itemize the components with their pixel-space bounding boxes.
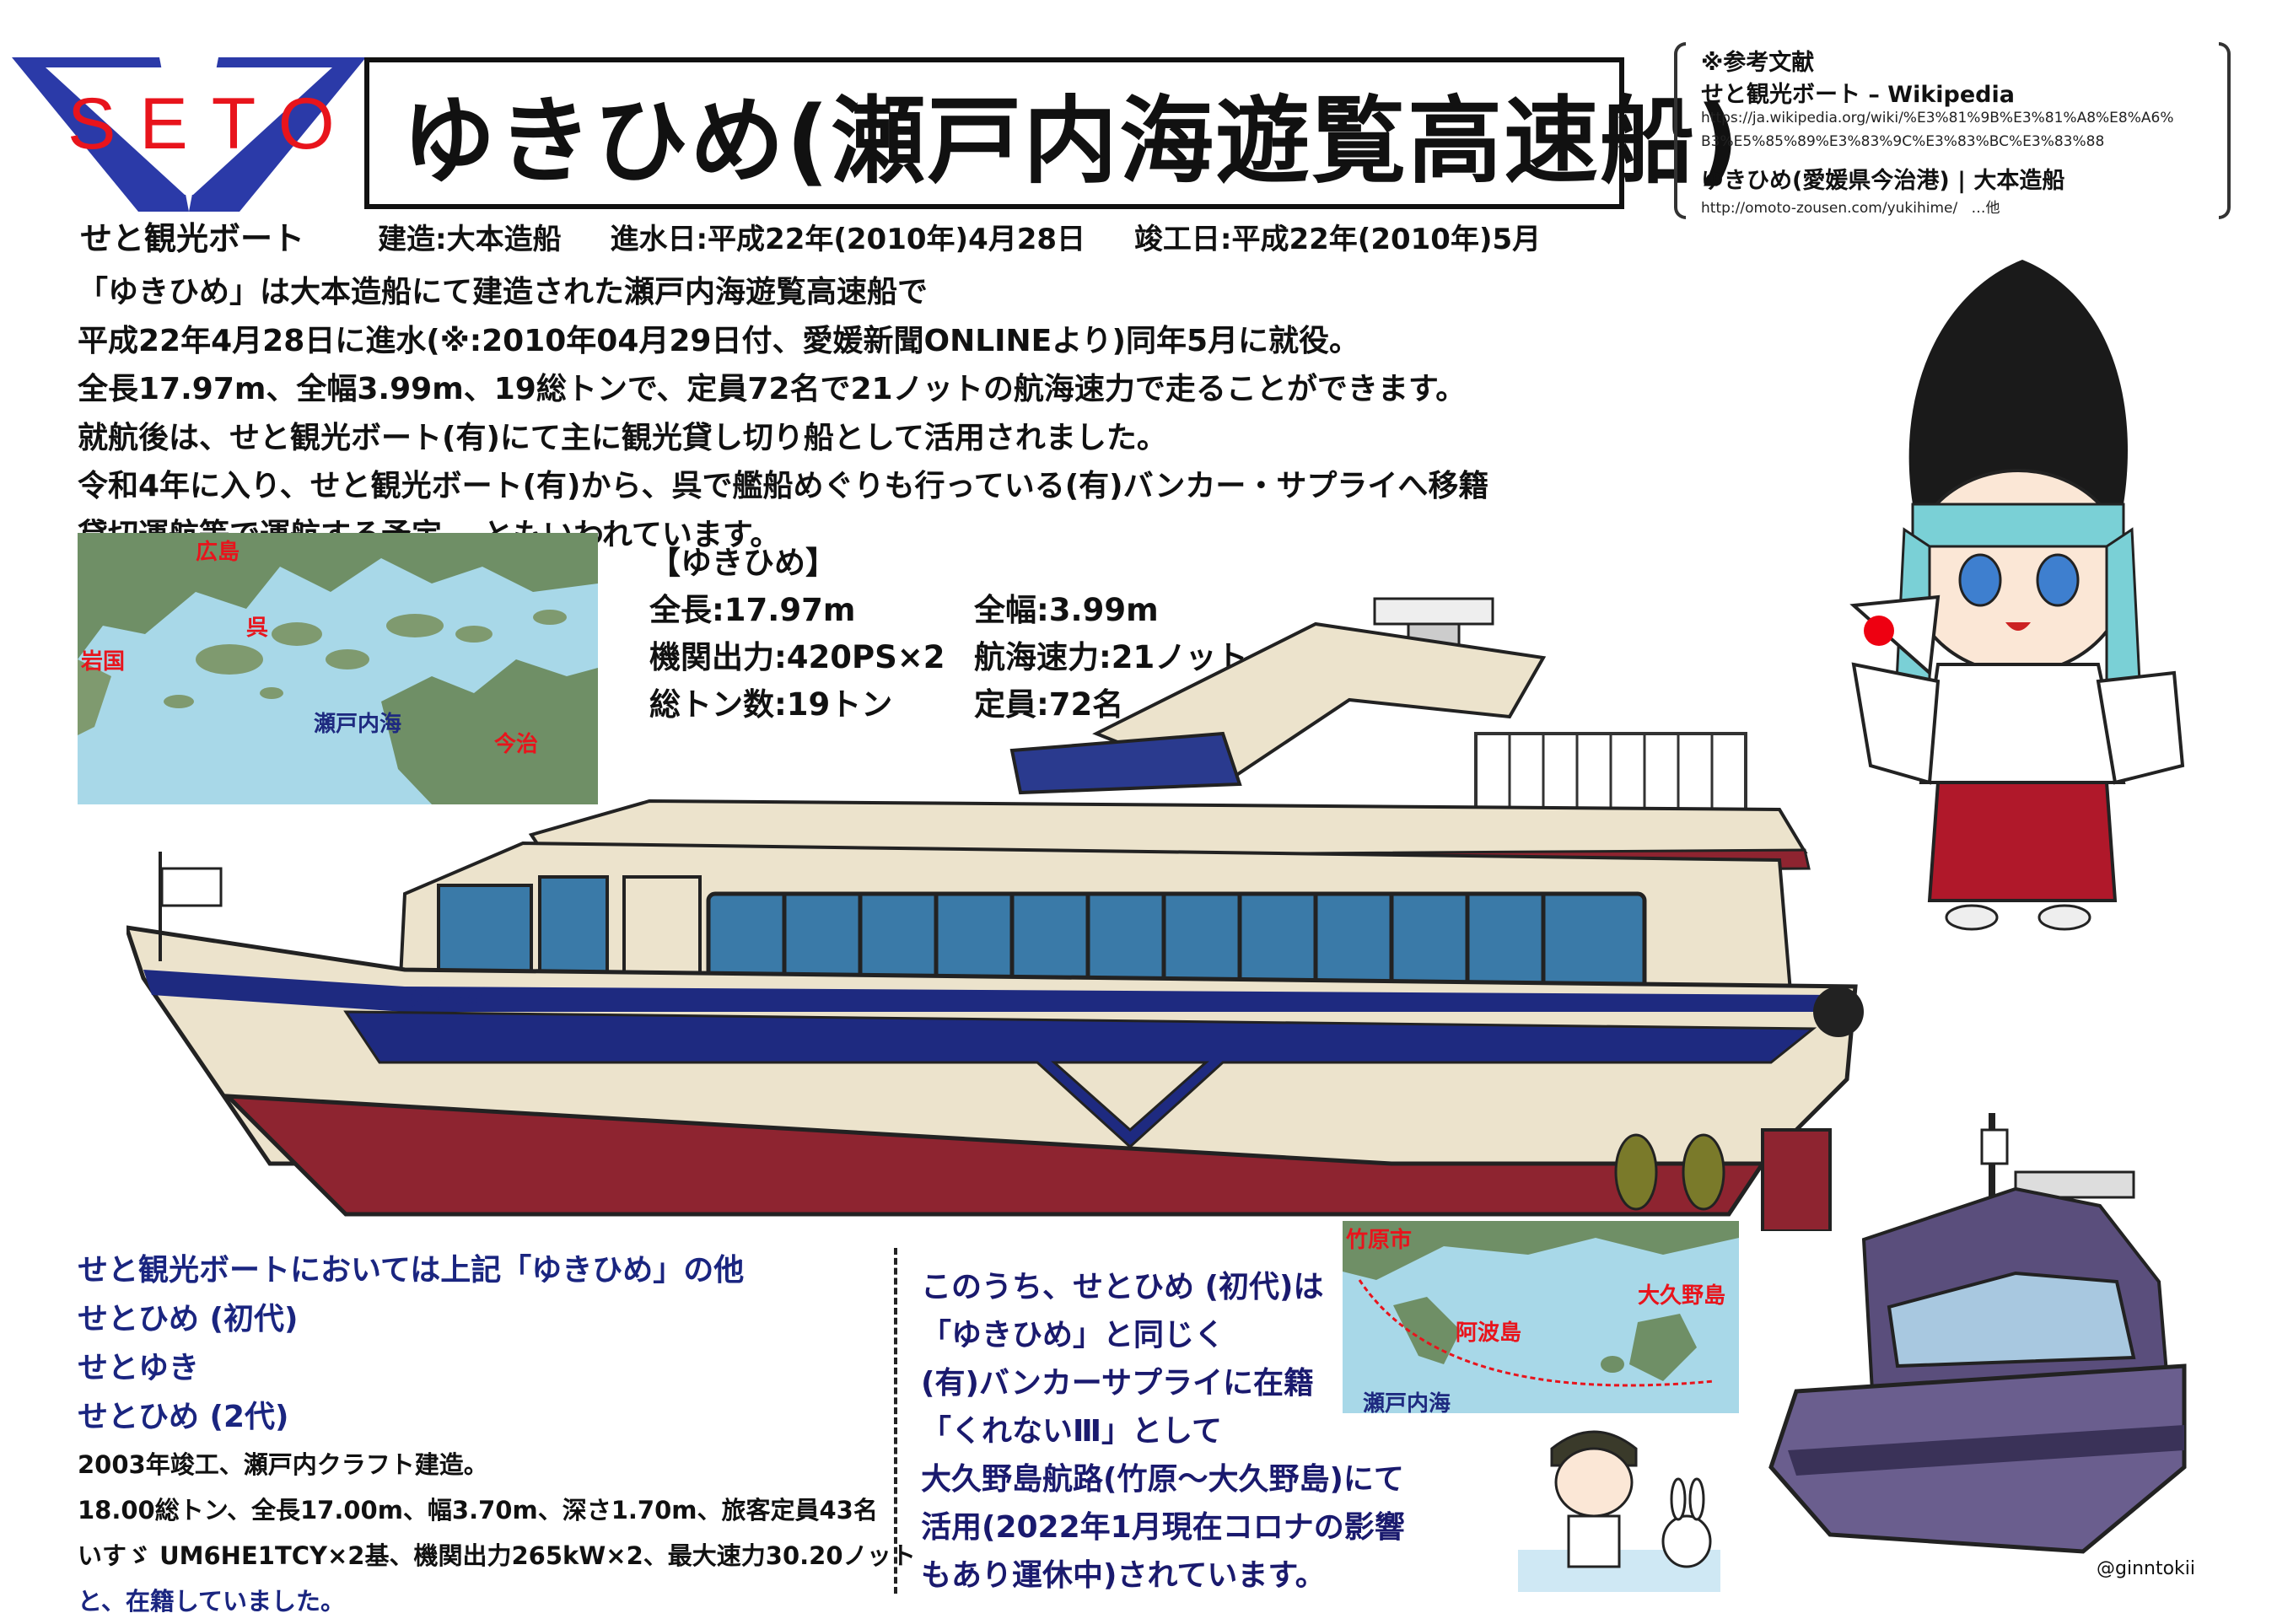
map2-takehara: 竹原市 bbox=[1346, 1228, 1413, 1253]
map2-graphic bbox=[1343, 1221, 1739, 1413]
yukihime-boat-illustration: ゆきひめ bbox=[126, 597, 1864, 1231]
page-title: ゆきひめ(瀬戸内海遊覧高速船) bbox=[401, 87, 1741, 196]
spec-speed: 航海速力:21ノット bbox=[974, 639, 1248, 675]
build-info: 建造:大本造船 進水日:平成22年(2010年)4月28日 竣工日:平成22年(… bbox=[378, 216, 1580, 257]
spec-length: 全長:17.97m bbox=[649, 592, 856, 628]
fleet-line4: せとひめ (2代) bbox=[78, 1400, 289, 1434]
intro-line: 平成22年4月28日に進水(※:2010年04月29日付、愛媛新聞ONLINEよ… bbox=[78, 323, 1360, 358]
mid-line: もあり運休中)されています。 bbox=[921, 1558, 1326, 1593]
map-okunoshima: 竹原市 大久野島 阿波島 瀬戸内海 bbox=[1343, 1221, 1739, 1417]
spec-engine: 機関出力:420PS×2 bbox=[649, 639, 945, 675]
mid-line: 「くれないⅢ」として bbox=[921, 1414, 1222, 1449]
logo-subtitle: せと観光ボート bbox=[80, 220, 305, 257]
references: ※参考文献 せと観光ボート – Wikipedia https://ja.wik… bbox=[1674, 42, 2231, 224]
completion-date: 竣工日:平成22年(2010年)5月 bbox=[1133, 223, 1542, 256]
spec-capacity: 定員:72名 bbox=[974, 686, 1124, 723]
setohime-fate: このうち、せとひめ (初代)は 「ゆきひめ」と同じく (有)バンカーサプライに在… bbox=[921, 1263, 1405, 1600]
map2-okunoshima: 大久野島 bbox=[1638, 1283, 1726, 1309]
fleet-history: せと観光ボートにおいては上記「ゆきひめ」の他 せとひめ (初代) せとゆき せと… bbox=[78, 1246, 916, 1624]
intro-text: 「ゆきひめ」は大本造船にて建造された瀬戸内海遊覧高速船で 平成22年4月28日に… bbox=[78, 268, 1488, 559]
fleet-line2: せとひめ (初代) bbox=[78, 1302, 299, 1336]
captain-girl-illustration bbox=[1518, 1430, 1720, 1592]
fleet-detail1: 2003年竣工、瀬戸内クラフト建造。 bbox=[78, 1450, 488, 1479]
map1-kure: 呉 bbox=[246, 616, 269, 641]
references-heading: ※参考文献 bbox=[1701, 50, 1815, 76]
fleet-line1: せと観光ボートにおいては上記「ゆきひめ」の他 bbox=[78, 1253, 745, 1288]
ref1-url-line2[interactable]: B3%E5%85%89%E3%83%9C%E3%83%BC%E3%83%88 bbox=[1701, 133, 2105, 150]
kurenai-boat-illustration bbox=[1768, 1113, 2187, 1554]
intro-line: 「ゆきひめ」は大本造船にて建造された瀬戸内海遊覧高速船で bbox=[78, 275, 929, 309]
column-divider bbox=[894, 1248, 897, 1594]
launch-date: 進水日:平成22年(2010年)4月28日 bbox=[610, 223, 1086, 256]
fleet-detail3: いすゞ UM6HE1TCY×2基、機関出力265kW×2、最大速力30.20ノッ… bbox=[78, 1541, 916, 1570]
ref1-url-line1[interactable]: https://ja.wikipedia.org/wiki/%E3%81%9B%… bbox=[1701, 110, 2174, 126]
map2-awashima: 阿波島 bbox=[1456, 1320, 1522, 1346]
ref1-title: せと観光ボート – Wikipedia bbox=[1701, 82, 2015, 108]
intro-line: 就航後は、せと観光ボート(有)にて主に観光貸し切り船として活用されました。 bbox=[78, 420, 1167, 455]
bracket-right bbox=[2219, 42, 2231, 219]
mid-line: (有)バンカーサプライに在籍 bbox=[921, 1366, 1314, 1401]
intro-line: 令和4年に入り、せと観光ボート(有)から、呉で艦船めぐりも行っている(有)バンカ… bbox=[78, 469, 1489, 503]
mid-line: 「ゆきひめ」と同じく bbox=[921, 1318, 1225, 1352]
spec-tonnage: 総トン数:19トン bbox=[649, 686, 893, 723]
miko-girl-illustration bbox=[1849, 260, 2185, 931]
map-hiroshima-imabari: 広島 呉 岩国 瀬戸内海 今治 bbox=[78, 533, 598, 804]
fleet-line3: せとゆき bbox=[78, 1351, 200, 1385]
ref2-title: ゆきひめ(愛媛県今治港) | 大本造船 bbox=[1701, 168, 2065, 194]
fleet-detail4: と、在籍していました。 bbox=[78, 1587, 345, 1616]
ref2-suffix: …他 bbox=[1971, 200, 2000, 217]
title-box: ゆきひめ(瀬戸内海遊覧高速船) bbox=[364, 57, 1739, 209]
mid-line: 大久野島航路(竹原～大久野島)にて bbox=[921, 1462, 1404, 1497]
mid-line: このうち、せとひめ (初代)は bbox=[921, 1270, 1324, 1304]
mid-line: 活用(2022年1月現在コロナの影響 bbox=[921, 1510, 1405, 1545]
fleet-detail2: 18.00総トン、全長17.00m、幅3.70m、深さ1.70m、旅客定員43名 bbox=[78, 1496, 878, 1525]
bracket-left bbox=[1674, 42, 1686, 219]
ship-specs: 【ゆきひめ】 全長:17.97m 全幅:3.99m 機関出力:420PS×2 航海速… bbox=[649, 540, 1248, 729]
ref2-url[interactable]: http://omoto-zousen.com/yukihime/ bbox=[1701, 200, 1958, 217]
map1-iwakuni: 岩国 bbox=[81, 649, 126, 675]
map1-imabari: 今治 bbox=[494, 732, 539, 757]
map1-graphic bbox=[78, 533, 598, 804]
hull-name: ゆきひめ bbox=[405, 987, 486, 1010]
map1-hiroshima: 広島 bbox=[196, 540, 240, 565]
spec-heading: 【ゆきひめ】 bbox=[649, 545, 837, 581]
seto-logo: SETO bbox=[12, 57, 366, 212]
spec-beam: 全幅:3.99m bbox=[974, 592, 1159, 628]
builder: 建造:大本造船 bbox=[378, 223, 562, 256]
map2-setonaikai: 瀬戸内海 bbox=[1363, 1391, 1451, 1417]
intro-line: 全長17.97m、全幅3.99m、19総トンで、定員72名で21ノットの航海速力… bbox=[78, 372, 1467, 406]
logo-text: SETO bbox=[67, 83, 358, 164]
artist-credit: @ginntokii bbox=[2097, 1558, 2196, 1579]
map1-setonaikai: 瀬戸内海 bbox=[314, 712, 402, 737]
